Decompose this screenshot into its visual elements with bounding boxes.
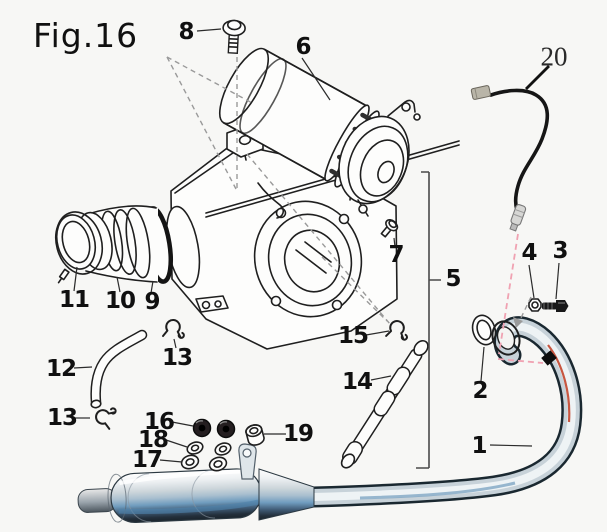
- part-7-screw: [380, 219, 399, 238]
- figure-title: Fig.16: [33, 16, 139, 55]
- callout-6: 6: [295, 34, 311, 60]
- callout-16: 16: [143, 409, 175, 435]
- callout-1: 1: [471, 433, 487, 459]
- assembly-guide-dashes: [166, 56, 532, 328]
- callout-8: 8: [178, 19, 194, 45]
- callout-12: 12: [45, 356, 77, 382]
- callout-4: 4: [521, 240, 537, 266]
- part-10-intake-duct: [54, 205, 173, 284]
- leader-lines: [73, 28, 560, 463]
- hook-wire: [257, 182, 285, 219]
- sensor-tip: [509, 204, 527, 232]
- part-6-air-cleaner-canister: [218, 47, 421, 217]
- part-20-sensor-cable: [470, 85, 550, 232]
- part-19-spacer: [245, 424, 265, 446]
- muffler-cone: [258, 468, 315, 521]
- muffler-body: [77, 443, 315, 523]
- air-cleaner-case: [165, 124, 460, 350]
- exhaust-flange: [491, 320, 521, 356]
- callout-9: 9: [144, 289, 160, 315]
- callout-17: 17: [131, 447, 163, 473]
- sensor-route-dashes: [497, 233, 544, 364]
- callout-2: 2: [472, 378, 488, 404]
- part-8-bolt: [222, 19, 246, 54]
- part-18-collars: [186, 441, 232, 456]
- callout-7: 7: [388, 242, 404, 268]
- bracket-5-indicator: [416, 171, 441, 469]
- callout-13-lower: 13: [46, 405, 78, 431]
- callout-19: 19: [282, 421, 314, 447]
- callout-11: 11: [58, 287, 90, 313]
- callout-3: 3: [552, 238, 568, 264]
- part-15-clip: [385, 318, 411, 342]
- part-11-clamp: [54, 211, 104, 284]
- callout-5: 5: [445, 266, 461, 292]
- part-1-exhaust-header-pipe: [302, 316, 583, 508]
- part-12-drain-hose: [90, 329, 148, 409]
- callout-14: 14: [341, 369, 373, 395]
- part-13-clip-upper: [162, 318, 187, 340]
- part-17-washers: [180, 454, 228, 472]
- part-4-nut: [528, 298, 542, 312]
- callout-15: 15: [337, 323, 369, 349]
- part-14-breather-tube: [340, 339, 429, 469]
- callout-18: 18: [137, 427, 169, 453]
- cable-connector: [470, 85, 491, 100]
- callout-13-upper: 13: [161, 345, 193, 371]
- part-16-rubber-caps: [192, 418, 236, 439]
- part-3-flange-bolt: [542, 300, 569, 312]
- sensor-bung: [541, 350, 557, 366]
- callout-20: 20: [540, 41, 568, 72]
- callout-10: 10: [104, 288, 136, 314]
